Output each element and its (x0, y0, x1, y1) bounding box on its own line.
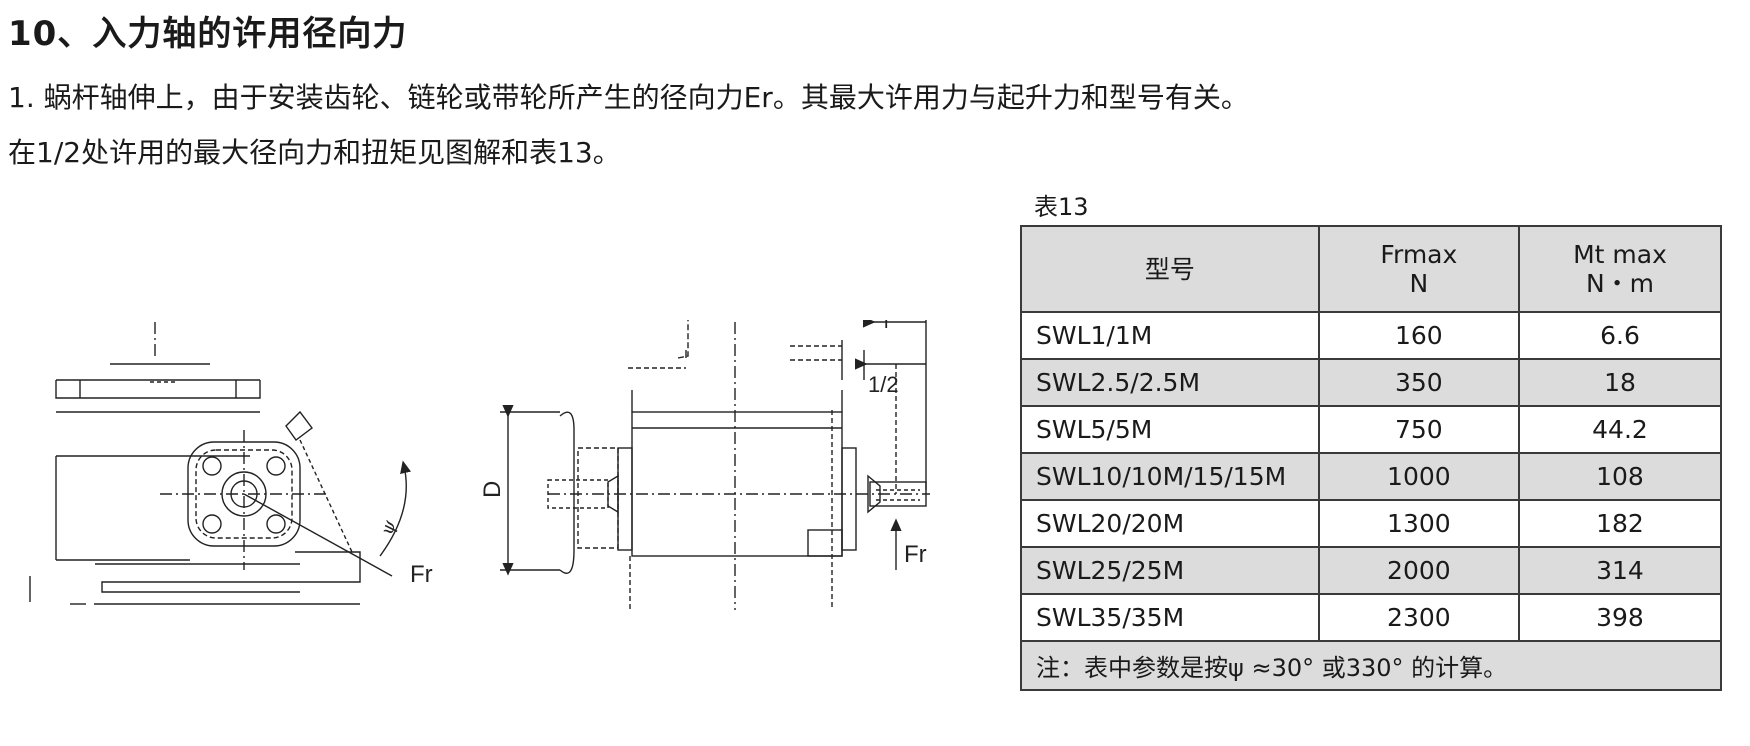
table-caption: 表13 (1034, 193, 1089, 221)
side-view-drawing (500, 320, 930, 610)
table-row: SWL20/20M 1300 182 (1020, 499, 1723, 548)
header-frmax: Frmax N (1317, 225, 1520, 313)
header-mtmax-label: Mt max (1573, 240, 1667, 269)
cell-frmax: 2000 (1317, 546, 1520, 595)
cell-model: SWL35/35M (1020, 593, 1320, 642)
cell-frmax: 1300 (1317, 499, 1520, 548)
end-view-drawing (29, 320, 412, 605)
table-row: SWL1/1M 160 6.6 (1020, 311, 1723, 360)
cell-model: SWL2.5/2.5M (1020, 358, 1320, 407)
cell-model: SWL20/20M (1020, 499, 1320, 548)
cell-mtmax: 182 (1517, 499, 1723, 548)
table-row: SWL2.5/2.5M 350 18 (1020, 358, 1723, 407)
label-fr-right: Fr (904, 541, 927, 568)
cell-frmax: 2300 (1317, 593, 1520, 642)
section-title: 10、入力轴的许用径向力 (8, 14, 408, 54)
paragraph-table-reference: 在1/2处许用的最大径向力和扭矩见图解和表13。 (8, 136, 621, 169)
header-frmax-unit: N (1409, 269, 1429, 298)
cell-frmax: 750 (1317, 405, 1520, 454)
cell-mtmax: 314 (1517, 546, 1723, 595)
cell-mtmax: 6.6 (1517, 311, 1723, 360)
cell-mtmax: 18 (1517, 358, 1723, 407)
header-mtmax-unit: N・m (1585, 269, 1654, 298)
paragraph-radial-force: 1. 蜗杆轴伸上，由于安装齿轮、链轮或带轮所产生的径向力Er。其最大许用力与起升… (8, 81, 1249, 114)
cell-frmax: 1000 (1317, 452, 1520, 501)
label-l: l (884, 320, 888, 333)
table-header-row: 型号 Frmax N Mt max N・m (1020, 225, 1723, 313)
cell-model: SWL5/5M (1020, 405, 1320, 454)
cell-mtmax: 44.2 (1517, 405, 1723, 454)
table-row: SWL25/25M 2000 314 (1020, 546, 1723, 595)
cell-mtmax: 108 (1517, 452, 1723, 501)
table-note: 注：表中参数是按ψ ≈30° 或330° 的计算。 (1020, 640, 1722, 691)
label-d: D (479, 481, 506, 498)
cell-frmax: 160 (1317, 311, 1520, 360)
radial-force-diagram: Fr ψ (29, 320, 930, 610)
label-half: 1/2 (868, 372, 899, 397)
cell-mtmax: 398 (1517, 593, 1723, 642)
cell-frmax: 350 (1317, 358, 1520, 407)
table-row: SWL10/10M/15/15M 1000 108 (1020, 452, 1723, 501)
table-row: SWL5/5M 750 44.2 (1020, 405, 1723, 454)
header-mtmax: Mt max N・m (1517, 225, 1723, 313)
cell-model: SWL25/25M (1020, 546, 1320, 595)
header-frmax-label: Frmax (1380, 240, 1458, 269)
radial-force-table: 型号 Frmax N Mt max N・m SWL1/1M 160 6.6 SW… (1020, 225, 1723, 691)
label-psi: ψ (377, 517, 401, 537)
cell-model: SWL10/10M/15/15M (1020, 452, 1320, 501)
cell-model: SWL1/1M (1020, 311, 1320, 360)
header-model: 型号 (1020, 225, 1320, 313)
table-note-row: 注：表中参数是按ψ ≈30° 或330° 的计算。 (1020, 640, 1722, 691)
table-row: SWL35/35M 2300 398 (1020, 593, 1723, 642)
label-fr-left: Fr (410, 561, 433, 588)
